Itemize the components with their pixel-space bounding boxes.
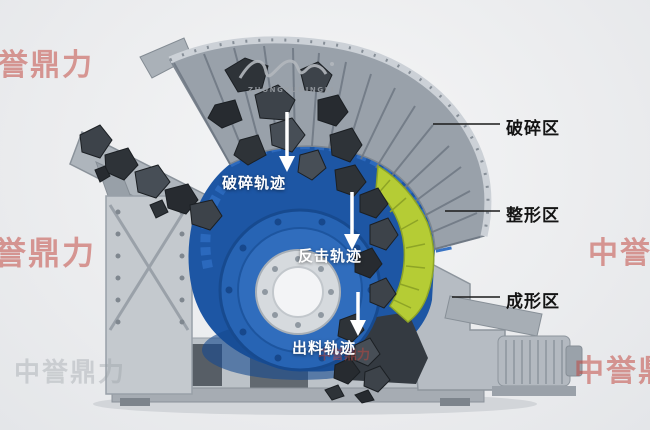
logo-script-watermark xyxy=(238,59,334,79)
discharge-arrow xyxy=(350,292,366,336)
shaping-zone-label: 整形区 xyxy=(506,206,560,226)
crushing-trajectory-label: 破碎轨迹 xyxy=(222,174,287,192)
crushing-arrow xyxy=(279,112,295,172)
impact-trajectory-label: 反击轨迹 xyxy=(298,247,363,265)
forming-zone-label: 成形区 xyxy=(506,292,560,312)
impact-rocks xyxy=(354,187,399,309)
crushing-zone-label: 破碎区 xyxy=(506,119,560,139)
left-frame xyxy=(105,195,193,395)
brand-latin-watermark: ZHONGYUDINGLI xyxy=(248,86,335,94)
trajectory-arrows xyxy=(279,112,366,336)
discharge-rocks xyxy=(324,313,391,404)
rotor xyxy=(218,208,382,372)
zone-callout-lines xyxy=(433,123,500,298)
shaping-liner xyxy=(375,164,435,323)
feed-rocks xyxy=(79,124,223,231)
upper-arc-casing xyxy=(139,36,492,250)
right-support-motor xyxy=(413,260,583,396)
impact-arrow xyxy=(344,192,360,250)
discharge-trajectory-label: 出料轨迹 xyxy=(292,339,357,357)
